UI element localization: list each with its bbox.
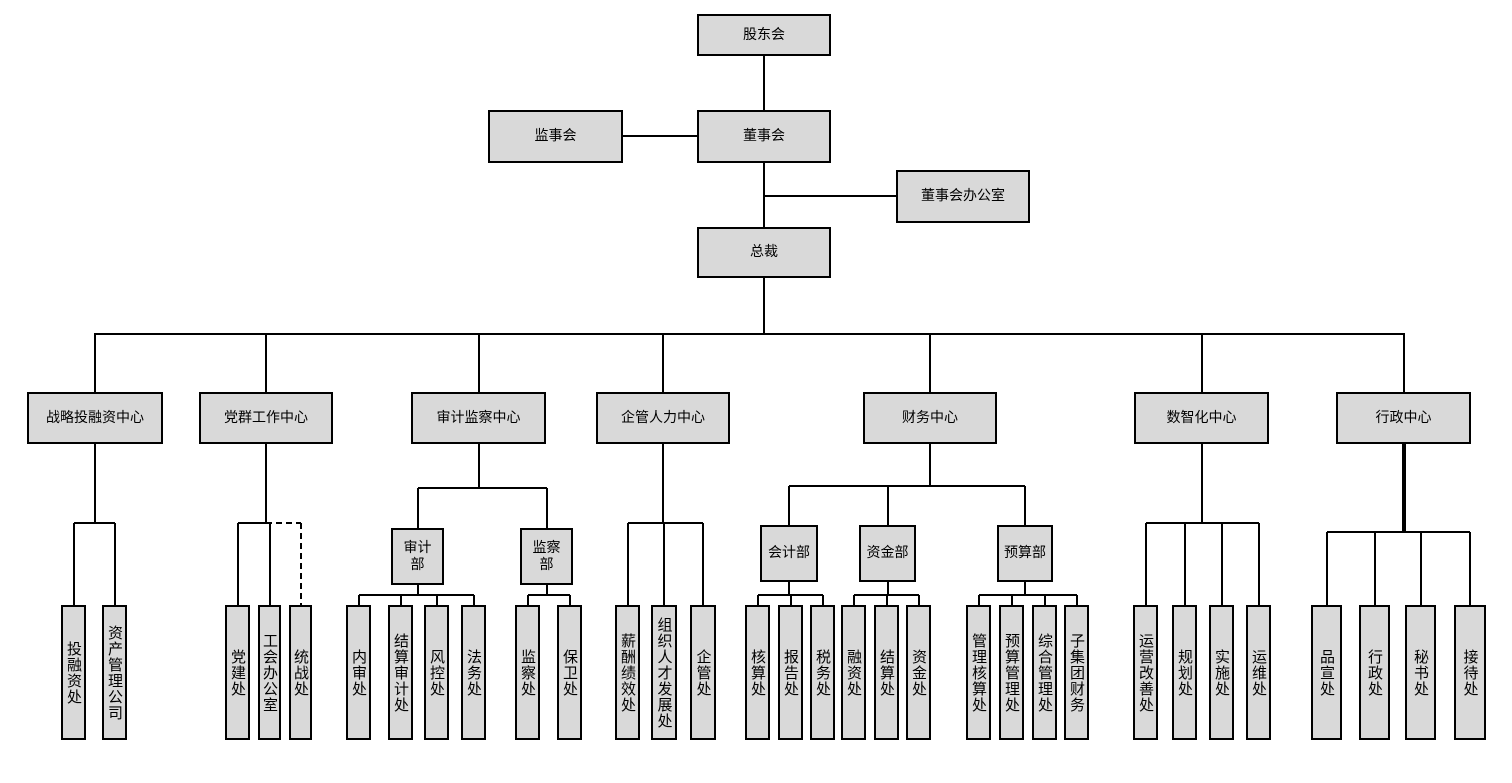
department-2-0: 审计部 (391, 528, 444, 585)
unit-0-1: 资产管理公司 (102, 605, 127, 740)
unit-4-2-3: 子集团财务 (1064, 605, 1089, 740)
unit-6-1: 行政处 (1359, 605, 1390, 740)
node-shareholders-label: 股东会 (743, 26, 785, 43)
unit-4-2-3-label: 子集团财务 (1068, 632, 1086, 713)
unit-6-2-label: 秘书处 (1412, 648, 1430, 697)
center-0: 战略投融资中心 (27, 392, 163, 444)
unit-4-1-2-label: 资金处 (910, 648, 928, 697)
center-2: 审计监察中心 (411, 392, 546, 444)
unit-3-0: 薪酬绩效处 (615, 605, 640, 740)
department-4-0-label: 会计部 (768, 545, 810, 561)
unit-0-0: 投融资处 (61, 605, 86, 740)
unit-6-1-label: 行政处 (1366, 648, 1384, 697)
department-4-2-label: 预算部 (1004, 545, 1046, 561)
unit-5-0-label: 运营改善处 (1137, 632, 1155, 713)
unit-5-2: 实施处 (1209, 605, 1234, 740)
center-1: 党群工作中心 (199, 392, 333, 444)
unit-4-1-1-label: 结算处 (878, 648, 896, 697)
unit-4-0-2: 税务处 (810, 605, 835, 740)
unit-2-1-1-label: 保卫处 (561, 648, 579, 697)
unit-4-2-1-label: 预算管理处 (1003, 632, 1021, 713)
unit-4-0-2-label: 税务处 (814, 648, 832, 697)
department-4-2: 预算部 (997, 525, 1053, 582)
unit-4-1-1: 结算处 (874, 605, 899, 740)
unit-2-0-0: 内审处 (346, 605, 371, 740)
center-6-label: 行政中心 (1375, 409, 1432, 426)
center-2-label: 审计监察中心 (436, 409, 521, 426)
unit-3-2-label: 企管处 (694, 648, 713, 697)
node-president: 总裁 (697, 227, 831, 278)
center-4-label: 财务中心 (902, 409, 958, 426)
unit-0-1-label: 资产管理公司 (106, 624, 124, 721)
center-3-label: 企管人力中心 (621, 409, 705, 426)
unit-6-0-label: 品宣处 (1318, 648, 1336, 697)
unit-5-1-label: 规划处 (1176, 648, 1194, 697)
unit-1-2: 统战处 (289, 605, 312, 740)
unit-2-0-3: 法务处 (461, 605, 486, 740)
unit-1-1: 工会办公室 (258, 605, 281, 740)
center-0-label: 战略投融资中心 (46, 409, 144, 426)
node-board-office: 董事会办公室 (896, 170, 1030, 223)
department-2-1: 监察部 (520, 528, 573, 585)
unit-3-2: 企管处 (690, 605, 716, 740)
unit-4-1-0: 融资处 (841, 605, 866, 740)
unit-4-1-0-label: 融资处 (845, 648, 863, 697)
department-2-0-label: 审计部 (403, 539, 432, 573)
unit-6-3-label: 接待处 (1461, 648, 1480, 697)
node-supervisors-label: 监事会 (534, 128, 577, 144)
center-6: 行政中心 (1336, 392, 1471, 444)
node-shareholders: 股东会 (697, 14, 831, 56)
unit-1-2-label: 统战处 (292, 648, 310, 697)
department-4-0: 会计部 (760, 525, 818, 582)
center-5: 数智化中心 (1134, 392, 1269, 444)
center-5-label: 数智化中心 (1166, 409, 1237, 426)
unit-2-1-0: 监察处 (515, 605, 540, 740)
unit-1-1-label: 工会办公室 (261, 632, 279, 713)
unit-6-2: 秘书处 (1405, 605, 1436, 740)
unit-2-0-2-label: 风控处 (428, 648, 446, 697)
unit-6-3: 接待处 (1454, 605, 1486, 740)
center-3: 企管人力中心 (596, 392, 730, 444)
unit-2-0-1: 结算审计处 (388, 605, 413, 740)
unit-0-0-label: 投融资处 (65, 640, 83, 705)
unit-3-1-label: 组织人才发展处 (655, 616, 674, 729)
unit-4-2-1: 预算管理处 (999, 605, 1024, 740)
unit-5-2-label: 实施处 (1213, 648, 1231, 697)
unit-4-2-2: 综合管理处 (1032, 605, 1057, 740)
center-1-label: 党群工作中心 (224, 409, 308, 426)
unit-4-0-1-label: 报告处 (782, 648, 800, 697)
unit-4-2-2-label: 综合管理处 (1036, 632, 1054, 713)
unit-2-1-0-label: 监察处 (519, 648, 537, 697)
center-4: 财务中心 (863, 392, 997, 444)
unit-5-0: 运营改善处 (1133, 605, 1158, 740)
unit-2-1-1: 保卫处 (557, 605, 582, 740)
unit-4-0-0-label: 核算处 (749, 648, 767, 697)
unit-3-0-label: 薪酬绩效处 (619, 632, 637, 713)
unit-2-0-0-label: 内审处 (350, 648, 368, 697)
department-2-1-label: 监察部 (532, 539, 561, 573)
unit-1-0-label: 党建处 (229, 648, 247, 697)
unit-4-2-0: 管理核算处 (966, 605, 991, 740)
unit-2-0-3-label: 法务处 (465, 648, 483, 697)
unit-2-0-1-label: 结算审计处 (392, 632, 410, 713)
unit-6-0: 品宣处 (1311, 605, 1342, 740)
department-4-1-label: 资金部 (866, 545, 909, 561)
node-board: 董事会 (697, 110, 831, 163)
unit-5-1: 规划处 (1172, 605, 1197, 740)
unit-4-0-0: 核算处 (745, 605, 770, 740)
node-president-label: 总裁 (750, 244, 778, 260)
unit-4-1-2: 资金处 (906, 605, 931, 740)
node-supervisors: 监事会 (488, 110, 623, 163)
unit-5-3-label: 运维处 (1250, 648, 1268, 697)
unit-4-0-1: 报告处 (778, 605, 803, 740)
unit-3-1: 组织人才发展处 (651, 605, 677, 740)
node-board-label: 董事会 (743, 128, 785, 144)
department-4-1: 资金部 (859, 525, 916, 582)
unit-2-0-2: 风控处 (424, 605, 449, 740)
node-board-office-label: 董事会办公室 (921, 188, 1005, 204)
unit-4-2-0-label: 管理核算处 (970, 632, 988, 713)
unit-1-0: 党建处 (225, 605, 250, 740)
unit-5-3: 运维处 (1246, 605, 1271, 740)
